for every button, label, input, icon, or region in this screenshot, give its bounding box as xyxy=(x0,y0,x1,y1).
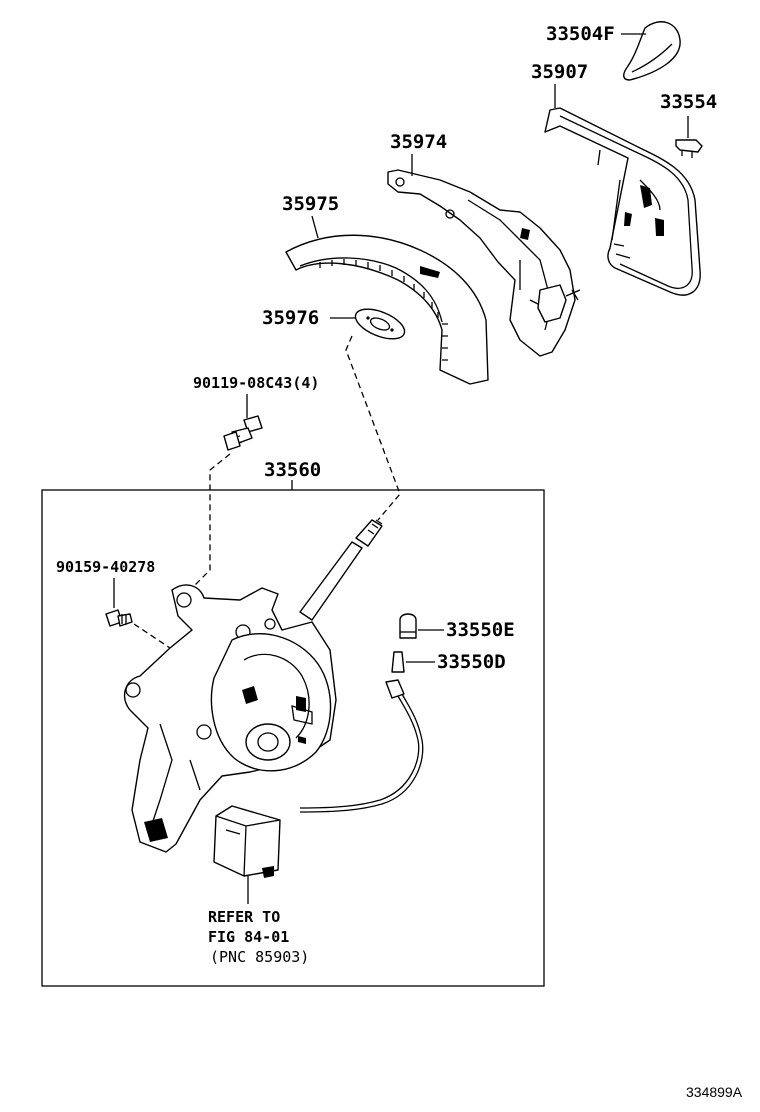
label-35974[interactable]: 35974 xyxy=(390,131,447,153)
slide-plate-teeth xyxy=(319,259,448,361)
label-33560[interactable]: 33560 xyxy=(264,459,321,481)
reference-line-2[interactable]: FIG 84-01 xyxy=(208,928,289,946)
slide-plate-part[interactable] xyxy=(285,234,489,385)
label-33554[interactable]: 33554 xyxy=(660,91,717,113)
label-35907[interactable]: 35907 xyxy=(531,61,588,83)
label-35976[interactable]: 35976 xyxy=(262,307,319,329)
label-33550d[interactable]: 33550D xyxy=(437,651,506,673)
label-35975[interactable]: 35975 xyxy=(282,193,339,215)
bolt-upper-part[interactable] xyxy=(223,415,263,451)
drawing-id: 334899A xyxy=(686,1084,743,1100)
socket-part[interactable] xyxy=(299,651,424,813)
bolt-lower-part[interactable] xyxy=(105,609,133,627)
knob-part[interactable] xyxy=(623,21,681,81)
dashed-line-retainer xyxy=(345,335,401,521)
leader-35975 xyxy=(311,215,319,239)
label-33550e[interactable]: 33550E xyxy=(446,619,515,641)
bulb-part[interactable] xyxy=(399,613,417,639)
indicator-housing-part[interactable] xyxy=(387,169,581,357)
bezel-cover-part[interactable] xyxy=(544,107,701,296)
assembly-boundary-box xyxy=(41,489,545,987)
dashed-line-bolt-lower xyxy=(133,623,171,649)
clip-part[interactable] xyxy=(675,139,703,158)
label-33504f[interactable]: 33504F xyxy=(546,23,615,45)
label-90119-08c43[interactable]: 90119-08C43(4) xyxy=(193,374,319,392)
referenced-switch-part[interactable] xyxy=(213,805,281,878)
reference-line-1[interactable]: REFER TO xyxy=(208,908,280,926)
retainer-part[interactable] xyxy=(351,303,408,345)
label-90159-40278[interactable]: 90159-40278 xyxy=(56,558,155,576)
reference-line-3[interactable]: (PNC 85903) xyxy=(210,948,309,966)
dashed-line-bolt-upper xyxy=(189,453,231,591)
shift-lever-assembly-part[interactable] xyxy=(123,519,383,853)
